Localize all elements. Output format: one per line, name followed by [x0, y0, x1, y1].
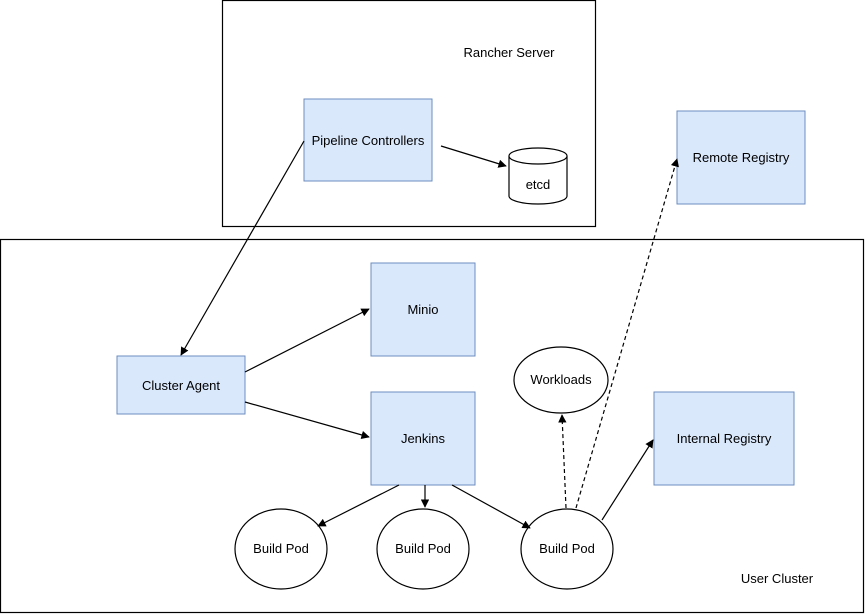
- build-pod-node-2: Build Pod: [376, 508, 470, 590]
- pipeline-controllers-label: Pipeline Controllers: [312, 133, 425, 148]
- edge-pipeline-to-etcd: [440, 145, 507, 168]
- cluster-agent-node: Cluster Agent: [116, 355, 246, 415]
- internal-registry-node: Internal Registry: [653, 391, 795, 486]
- workloads-label: Workloads: [530, 372, 592, 387]
- edge-cluster-agent-to-jenkins: [244, 401, 370, 439]
- etcd-database-node: etcd: [508, 147, 568, 205]
- edge-pipeline-to-cluster-agent: [180, 140, 305, 356]
- user-cluster-label: User Cluster: [741, 571, 814, 586]
- edge-build-pod-to-remote-registry: [575, 158, 679, 509]
- build-pod-3-label: Build Pod: [539, 541, 595, 556]
- workloads-node: Workloads: [513, 346, 609, 414]
- etcd-label: etcd: [526, 177, 551, 192]
- build-pod-node-3: Build Pod: [520, 508, 614, 590]
- edge-jenkins-to-build-pod-1: [317, 484, 400, 527]
- build-pod-node-1: Build Pod: [234, 508, 328, 590]
- minio-label: Minio: [407, 302, 438, 317]
- edge-cluster-agent-to-minio: [244, 308, 370, 373]
- minio-node: Minio: [370, 262, 476, 357]
- build-pod-2-label: Build Pod: [395, 541, 451, 556]
- edge-build-pod-to-workloads: [558, 414, 567, 509]
- cluster-agent-label: Cluster Agent: [142, 378, 220, 393]
- edge-build-pod-to-internal-registry: [601, 439, 654, 521]
- remote-registry-label: Remote Registry: [693, 150, 790, 165]
- edge-jenkins-to-build-pod-3: [451, 484, 531, 529]
- jenkins-node: Jenkins: [370, 391, 476, 486]
- remote-registry-node: Remote Registry: [676, 110, 806, 205]
- jenkins-label: Jenkins: [401, 431, 446, 446]
- internal-registry-label: Internal Registry: [677, 431, 772, 446]
- rancher-server-label: Rancher Server: [463, 45, 555, 60]
- build-pod-1-label: Build Pod: [253, 541, 309, 556]
- pipeline-controllers-node: Pipeline Controllers: [303, 98, 433, 182]
